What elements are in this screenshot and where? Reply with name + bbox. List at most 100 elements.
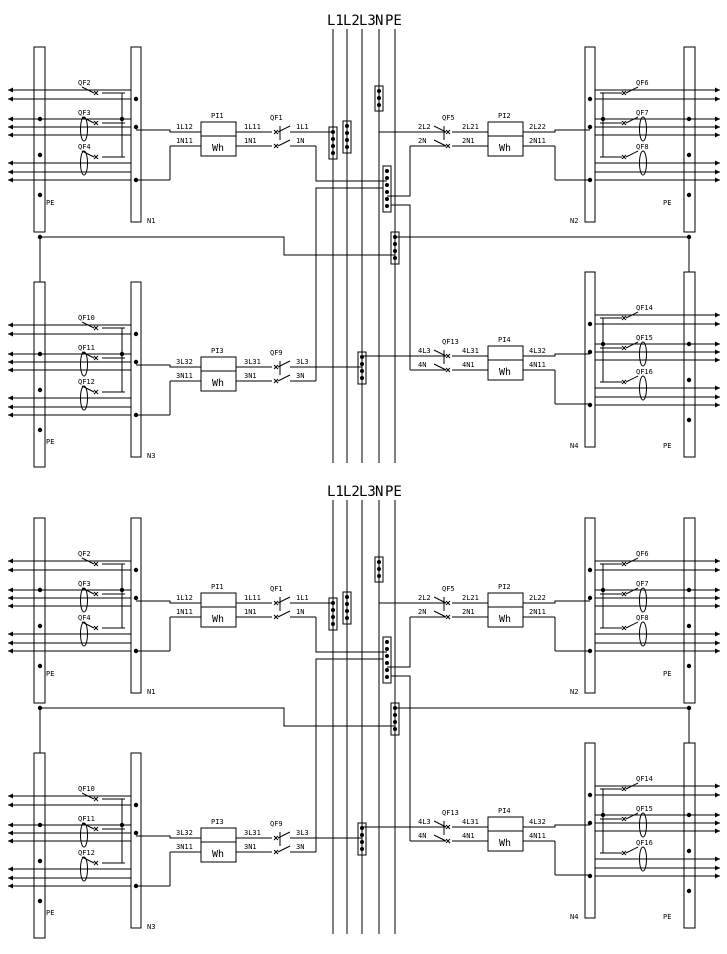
rcd-core-icon <box>80 351 88 377</box>
arrow-right-icon <box>715 567 720 573</box>
breaker-blade <box>625 86 639 94</box>
wire-tag: 1N <box>296 608 304 616</box>
breaker-contact <box>621 591 627 597</box>
pe-bar-label: PE <box>46 438 54 446</box>
wire-tag: 1N <box>296 137 304 145</box>
breaker-contact <box>445 353 451 359</box>
breaker-label: QF16 <box>636 839 653 847</box>
breaker-blade <box>81 856 95 864</box>
breaker-contact <box>93 154 99 160</box>
wire-tag: 1L11 <box>244 123 261 131</box>
n-bar-label: N2 <box>570 688 578 696</box>
terminal-dot-icon <box>377 103 381 107</box>
arrow-left-icon <box>8 866 13 872</box>
pe-rail <box>33 46 46 233</box>
wh-meter-icon <box>487 345 524 381</box>
bus-label-l2: L2 <box>343 13 360 29</box>
arrow-left-icon <box>8 567 13 573</box>
terminal-dot-icon <box>686 116 692 122</box>
breaker-contact <box>273 378 279 384</box>
arrow-right-icon <box>715 341 720 347</box>
bus-label-n: N <box>375 13 383 29</box>
terminal-dot-icon <box>385 661 389 665</box>
breaker-blade <box>81 150 95 158</box>
pe-rail <box>33 281 46 468</box>
wire-tag: 1N1 <box>244 608 257 616</box>
arrow-right-icon <box>715 865 720 871</box>
wire-tag: 2L2 <box>418 123 431 131</box>
wire-tag: 2L21 <box>462 594 479 602</box>
wh-meter-icon <box>487 592 524 628</box>
arrow-right-icon <box>715 856 720 862</box>
terminal-dot-icon <box>331 151 335 155</box>
wire-tag: 4N1 <box>462 361 475 369</box>
terminal-block-n <box>382 165 392 213</box>
breaker-contact <box>621 625 627 631</box>
arrow-left-icon <box>8 603 13 609</box>
breaker-contact <box>273 614 279 620</box>
main-breaker-label: QF5 <box>442 585 455 593</box>
terminal-dot-icon <box>686 623 692 629</box>
neutral-return-3 <box>315 187 383 381</box>
arrow-left-icon <box>8 883 13 889</box>
rcd-core-icon <box>80 822 88 848</box>
terminal-dot-icon <box>345 138 349 142</box>
breaker-contact <box>621 120 627 126</box>
terminal-block-n <box>382 636 392 684</box>
breaker-blade <box>81 792 95 800</box>
wire-tag: 1N1 <box>244 137 257 145</box>
terminal-dot-icon <box>331 601 335 605</box>
meter-in-l <box>136 835 201 839</box>
arrow-left-icon <box>8 124 13 130</box>
breaker-label: QF8 <box>636 143 649 151</box>
terminal-dot-icon <box>345 616 349 620</box>
breaker-label: QF3 <box>78 580 91 588</box>
pe-bar-label: PE <box>663 442 671 450</box>
wire-tag: 1L1 <box>296 594 309 602</box>
meter-symbol: Wh <box>499 614 511 625</box>
arrow-right-icon <box>715 402 720 408</box>
wire-tag: 2N <box>418 137 426 145</box>
bus-label-pe: PE <box>385 484 402 500</box>
arrow-right-icon <box>715 160 720 166</box>
wire-tag: 3L32 <box>176 358 193 366</box>
n-rail <box>584 46 596 223</box>
meter-name: PI1 <box>211 112 224 120</box>
wire-tag: 3L31 <box>244 829 261 837</box>
wire-tag: 4L31 <box>462 347 479 355</box>
terminal-dot-icon <box>377 574 381 578</box>
meter-in-l <box>136 364 201 368</box>
breaker-label: QF10 <box>78 785 95 793</box>
meter-in-l <box>523 600 590 604</box>
terminal-dot-icon <box>360 826 364 830</box>
terminal-dot-icon <box>587 567 593 573</box>
wire-tag: 1L12 <box>176 594 193 602</box>
breaker-contact <box>93 796 99 802</box>
arrow-right-icon <box>715 312 720 318</box>
breaker-contact <box>621 850 627 856</box>
terminal-dot-icon <box>133 331 139 337</box>
terminal-dot-icon <box>385 204 389 208</box>
pe-rail <box>683 271 696 458</box>
arrow-right-icon <box>715 783 720 789</box>
meter-in-l <box>523 353 590 357</box>
breaker-label: QF11 <box>78 344 95 352</box>
arrow-left-icon <box>8 132 13 138</box>
wire-tag: 4N1 <box>462 832 475 840</box>
rcd-core-icon <box>639 150 647 176</box>
wire-tag: 1N11 <box>176 608 193 616</box>
pe-rail <box>683 517 696 704</box>
terminal-block-l3 <box>357 351 367 385</box>
arrow-right-icon <box>715 640 720 646</box>
breaker-blade <box>625 557 639 565</box>
pe-link-left <box>40 236 395 256</box>
